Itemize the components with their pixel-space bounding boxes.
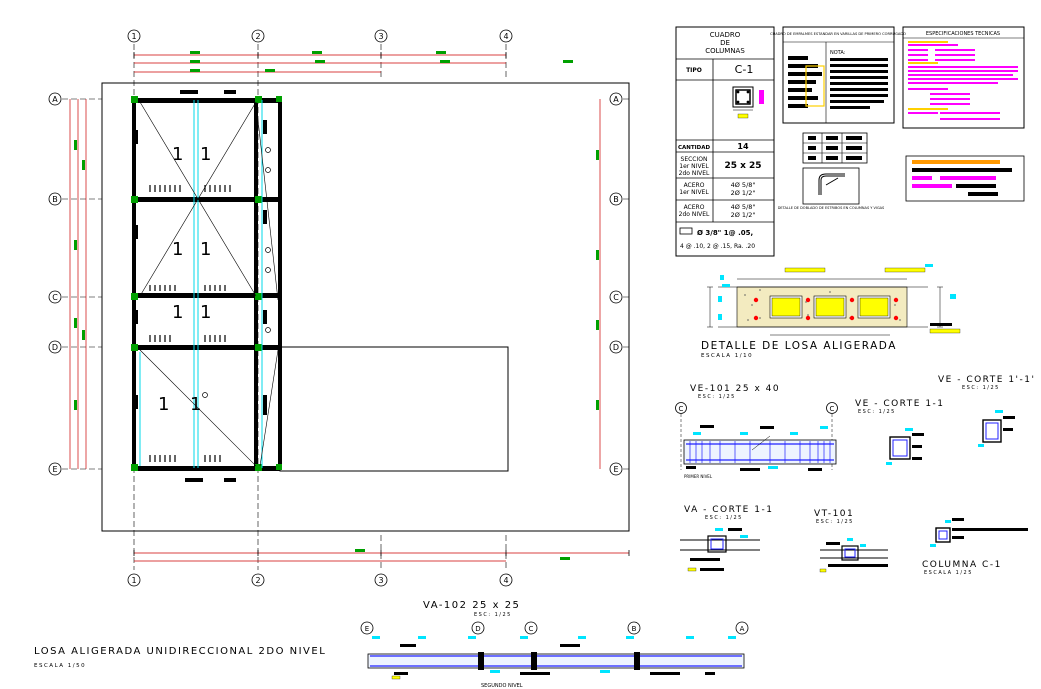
grid-label-2-bottom: 2 [255, 576, 260, 585]
cuadro-estribo-2: 4 @ .10, 2 @ .15, Ra. .20 [680, 243, 755, 250]
va102-axis-d: D [475, 625, 480, 633]
svg-text:1: 1 [200, 144, 211, 165]
plan-title: LOSA ALIGERADA UNIDIRECCIONAL 2DO NIVEL [34, 646, 326, 657]
especificaciones-title: ESPECIFICACIONES TECNICAS [926, 31, 1000, 37]
va102-axis-a: A [740, 625, 745, 633]
grid-label-4-bottom: 4 [503, 576, 508, 585]
vt101-title: VT-101 [814, 509, 854, 519]
grid-label-c-right: C [613, 293, 619, 302]
grid-label-2-top: 2 [255, 32, 260, 41]
cuadro-estribo-1: Ø 3/8" 1@ .05, [697, 229, 753, 237]
cuadro-acero2-value-2: 2Ø 1/2" [731, 211, 756, 219]
cuadro-acero1-label-2: 1er NIVEL [679, 189, 709, 196]
svg-text:1: 1 [200, 302, 211, 323]
cuadro-seccion-value: 25 x 25 [724, 161, 761, 171]
losa-detail-title: DETALLE DE LOSA ALIGERADA [701, 340, 897, 352]
grid-label-3-top: 3 [378, 32, 383, 41]
plan-scale: ESCALA 1/50 [34, 663, 86, 669]
column-section-icon [732, 86, 764, 119]
cuadro-title-line2: DE [720, 39, 730, 47]
va102-segundo-nivel: SEGUNDO NIVEL [481, 683, 523, 689]
cuadro-acero1-label-1: ACERO [684, 182, 705, 189]
cuadro-seccion-label-1: SECCION [681, 156, 708, 163]
grid-label-c-left: C [52, 293, 58, 302]
grid-label-d-left: D [52, 343, 58, 352]
column-schedule-table: CUADRO DE COLUMNAS TIPO C-1 CANTIDAD 14 … [675, 26, 775, 257]
svg-text:1: 1 [172, 239, 183, 260]
stirrup-detail: DETALLE DE DOBLADO DE ESTRIBOS EN COLUMN… [778, 132, 885, 210]
va102-title: VA-102 25 x 25 [423, 600, 520, 611]
va102-axis-b: B [632, 625, 637, 633]
cuadro-cantidad-label: CANTIDAD [678, 145, 711, 151]
grid-label-d-right: D [613, 343, 619, 352]
cuadro-title-line1: CUADRO [710, 31, 741, 39]
empalme-title: CUADRO DE EMPALMES ESTANDAR EN VARILLAS … [770, 32, 906, 36]
empalme-table: CUADRO DE EMPALMES ESTANDAR EN VARILLAS … [770, 26, 906, 124]
cuadro-acero2-label-1: ACERO [684, 204, 705, 211]
ve101-scale: ESC: 1/25 [698, 394, 736, 400]
cuadro-tipo-value: C-1 [735, 63, 754, 76]
vt101-detail: VT-101 ESC: 1/25 [814, 509, 888, 573]
legend-box [905, 155, 1025, 202]
svg-text:1: 1 [172, 302, 183, 323]
cuadro-title-line3: COLUMNAS [705, 47, 745, 55]
losa-aligerada-detail: DETALLE DE LOSA ALIGERADA ESCALA 1/10 [701, 264, 961, 359]
va-corte-scale: ESC: 1/25 [705, 515, 743, 521]
grid-label-b-right: B [613, 195, 619, 204]
svg-text:1: 1 [172, 144, 183, 165]
grid-label-1-bottom: 1 [131, 576, 136, 585]
cuadro-acero1-value-2: 2Ø 1/2" [731, 189, 756, 197]
svg-text:1: 1 [190, 394, 201, 415]
svg-text:1: 1 [158, 394, 169, 415]
grid-label-e-left: E [52, 465, 57, 474]
especificaciones-tecnicas: ESPECIFICACIONES TECNICAS [902, 26, 1025, 129]
ve101-primer-nivel: PRIMER NIVEL [684, 474, 713, 479]
va102-beam-detail: VA-102 25 x 25 ESC: 1/25 E D C B A [360, 600, 749, 689]
plan-outline [101, 82, 630, 532]
vt101-scale: ESC: 1/25 [816, 519, 854, 525]
ve101-axis-right: C [830, 405, 835, 413]
ve-corte2-scale: ESC: 1/25 [962, 385, 1000, 391]
grid-label-3-bottom: 3 [378, 576, 383, 585]
cuadro-acero1-value-1: 4Ø 5/8" [731, 181, 756, 189]
va-corte-detail: VA - CORTE 1-1 ESC: 1/25 [680, 505, 773, 572]
columna-title: COLUMNA C-1 [922, 560, 1002, 570]
va102-axis-e: E [365, 625, 369, 633]
ve-corte2-title: VE - CORTE 1'-1' [938, 375, 1035, 385]
columna-scale: ESCALA 1/25 [924, 570, 973, 576]
grid-label-b-left: B [52, 195, 58, 204]
detalle-estribos-label: DETALLE DE DOBLADO DE ESTRIBOS EN COLUMN… [778, 206, 885, 210]
cuadro-cantidad-value: 14 [737, 142, 749, 151]
ve-corte-title: VE - CORTE 1-1 [855, 399, 945, 409]
grid-label-1-top: 1 [131, 32, 136, 41]
ve-corte-scale: ESC: 1/25 [858, 409, 896, 415]
cuadro-seccion-label-3: 2do NIVEL [679, 170, 710, 177]
svg-text:1: 1 [200, 239, 211, 260]
grid-label-a-right: A [613, 95, 619, 104]
ve101-title: VE-101 25 x 40 [690, 384, 780, 394]
ve101-axis-left: C [679, 405, 684, 413]
cuadro-acero2-value-1: 4Ø 5/8" [731, 203, 756, 211]
plan-extension-outline [279, 346, 509, 472]
columna-c1-detail: COLUMNA C-1 ESCALA 1/25 [922, 518, 1028, 576]
cuadro-tipo-label: TIPO [686, 67, 702, 74]
grid-label-4-top: 4 [503, 32, 508, 41]
grid-label-e-right: E [613, 465, 618, 474]
grid-label-a-left: A [52, 95, 58, 104]
va-corte-title: VA - CORTE 1-1 [684, 505, 773, 515]
ve101-beam-detail: VE-101 25 x 40 ESC: 1/25 C C PRIMER N [675, 384, 838, 479]
floor-plan: 11 11 11 11 1 [34, 29, 630, 669]
va102-axis-c: C [529, 625, 534, 633]
losa-detail-scale: ESCALA 1/10 [701, 353, 753, 359]
empalme-nota: NOTA: [830, 50, 846, 56]
cuadro-acero2-label-2: 2do NIVEL [679, 211, 710, 218]
va102-scale: ESC: 1/25 [474, 612, 512, 618]
stirrup-icon [679, 227, 693, 235]
cuadro-seccion-label-2: 1er NIVEL [679, 163, 709, 170]
ve-corte-detail: VE - CORTE 1-1 ESC: 1/25 VE - CORTE 1'-1… [855, 375, 1035, 465]
